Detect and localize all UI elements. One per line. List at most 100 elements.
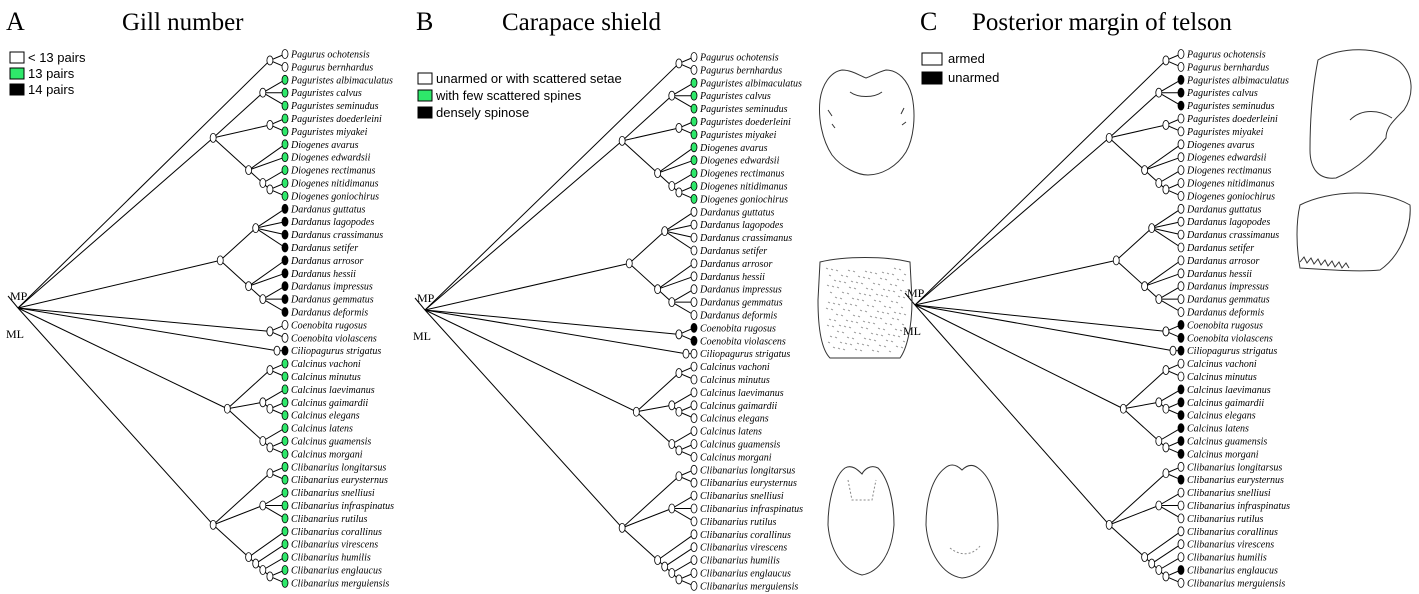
node-marker [267,572,273,581]
tip-state-marker [282,424,288,433]
tree-branch [622,509,672,528]
node-marker [260,437,266,446]
taxon-label: Clibanarius infraspinatus [1187,501,1290,512]
tip-state-marker [1178,346,1184,355]
node-marker [246,282,252,291]
tip-state-marker [282,488,288,497]
taxon-label: Dardanus lagopodes [290,217,374,228]
backbone-branch [915,260,1116,305]
telson-sketch-1 [1310,50,1411,178]
node-marker [619,136,625,145]
panel-a-letter: A [6,7,25,36]
taxon-label: Dardanus arrosor [699,259,772,270]
node-marker [246,166,252,175]
tip-state-marker [691,91,697,100]
tip-state-marker [1178,243,1184,252]
tree-branch [263,493,285,506]
taxon-label: Clibanarius eurysternus [700,478,797,489]
node-marker [267,443,273,452]
tip-state-marker [1178,398,1184,407]
taxon-label: Clibanarius humilis [700,556,780,567]
tree-branch [1159,506,1181,519]
tree-branch [256,544,285,563]
node-marker [274,346,280,355]
node-marker [246,553,252,562]
node-marker [662,562,668,571]
taxon-label: Dardanus setifer [290,243,358,254]
taxon-label: Paguristes doederleini [699,117,791,128]
node-marker [267,469,273,478]
taxon-label: Calcinus gaimardii [1187,398,1264,409]
tree-branch [658,147,694,173]
tip-state-marker [282,527,288,536]
tree-branch [1109,473,1166,525]
tree-branch [1116,228,1151,260]
panel-b-title: Carapace shield [502,9,661,36]
tree-branch [1109,93,1159,138]
tree-branch [1152,544,1181,563]
taxon-label: Paguristes seminudus [1186,101,1275,112]
taxon-label: Calcinus guamensis [700,440,780,451]
taxon-label: Calcinus laevimanus [291,385,375,396]
tree-branch [220,228,255,260]
tip-state-marker [1178,424,1184,433]
taxon-label: Clibanarius humilis [1187,553,1267,564]
tip-state-marker [282,398,288,407]
backbone-branch [18,308,270,331]
taxon-label: Coenobita violascens [1187,333,1273,344]
taxon-label: Dardanus crassimanus [699,233,792,244]
tip-state-marker [1178,488,1184,497]
taxon-label: Clibanarius snelliusi [700,491,784,502]
tree-branch [1159,93,1181,106]
taxon-label: Calcinus latens [1187,424,1249,435]
taxon-label: Dardanus guttatus [699,207,774,218]
node-marker [626,259,632,268]
panel-c-title: Posterior margin of telson [972,9,1232,36]
taxon-label: Diogenes goniochirus [1186,191,1275,202]
node-marker [224,404,230,413]
tip-state-marker [1178,333,1184,342]
tip-state-marker [691,169,697,178]
tip-state-marker [1178,295,1184,304]
tip-state-marker [282,385,288,394]
taxon-label: Dardanus deformis [1186,308,1264,319]
taxon-label: Paguristes seminudus [290,101,379,112]
tree-branch [658,534,694,560]
tip-state-marker [691,530,697,539]
tip-state-marker [691,311,697,320]
tree-branch [1109,138,1144,170]
taxon-label: Dardanus crassimanus [290,230,383,241]
node-marker [1142,282,1148,291]
tip-state-marker [691,362,697,371]
taxon-label: Dardanus impressus [699,285,782,296]
tip-state-marker [1178,114,1184,123]
taxon-label: Paguristes miyakei [1186,127,1264,138]
tip-state-marker [691,182,697,191]
tree-branch [629,231,664,263]
taxon-label: Clibanarius longitarsus [700,465,795,476]
tip-state-marker [691,504,697,513]
tip-state-marker [282,514,288,523]
tip-state-marker [282,114,288,123]
taxon-label: Diogenes avarus [1186,140,1255,151]
taxon-label: Dardanus deformis [699,311,777,322]
taxon-label: Calcinus minutus [291,372,361,383]
taxon-label: Diogenes rectimanus [290,166,375,177]
tip-state-marker [691,246,697,255]
taxon-label: Dardanus hessii [1186,269,1252,280]
tree-branch [263,93,285,106]
tip-state-marker [282,62,288,71]
node-marker [1170,346,1176,355]
taxon-label: Clibanarius snelliusi [1187,488,1271,499]
taxon-label: Clibanarius englaucus [700,569,791,580]
backbone-branch [18,308,227,409]
tree-panel-c: Pagurus ochotensisPagurus bernhardusPagu… [903,50,1290,590]
node-marker [210,520,216,529]
telson-sketch-2 [1297,193,1410,271]
taxon-label: Clibanarius longitarsus [1187,462,1282,473]
tip-state-marker [1178,282,1184,291]
tip-state-marker [1178,578,1184,587]
tree-branch [263,557,285,570]
taxon-label: Pagurus bernhardus [699,65,782,76]
legend-a-swatch-green [10,68,24,79]
